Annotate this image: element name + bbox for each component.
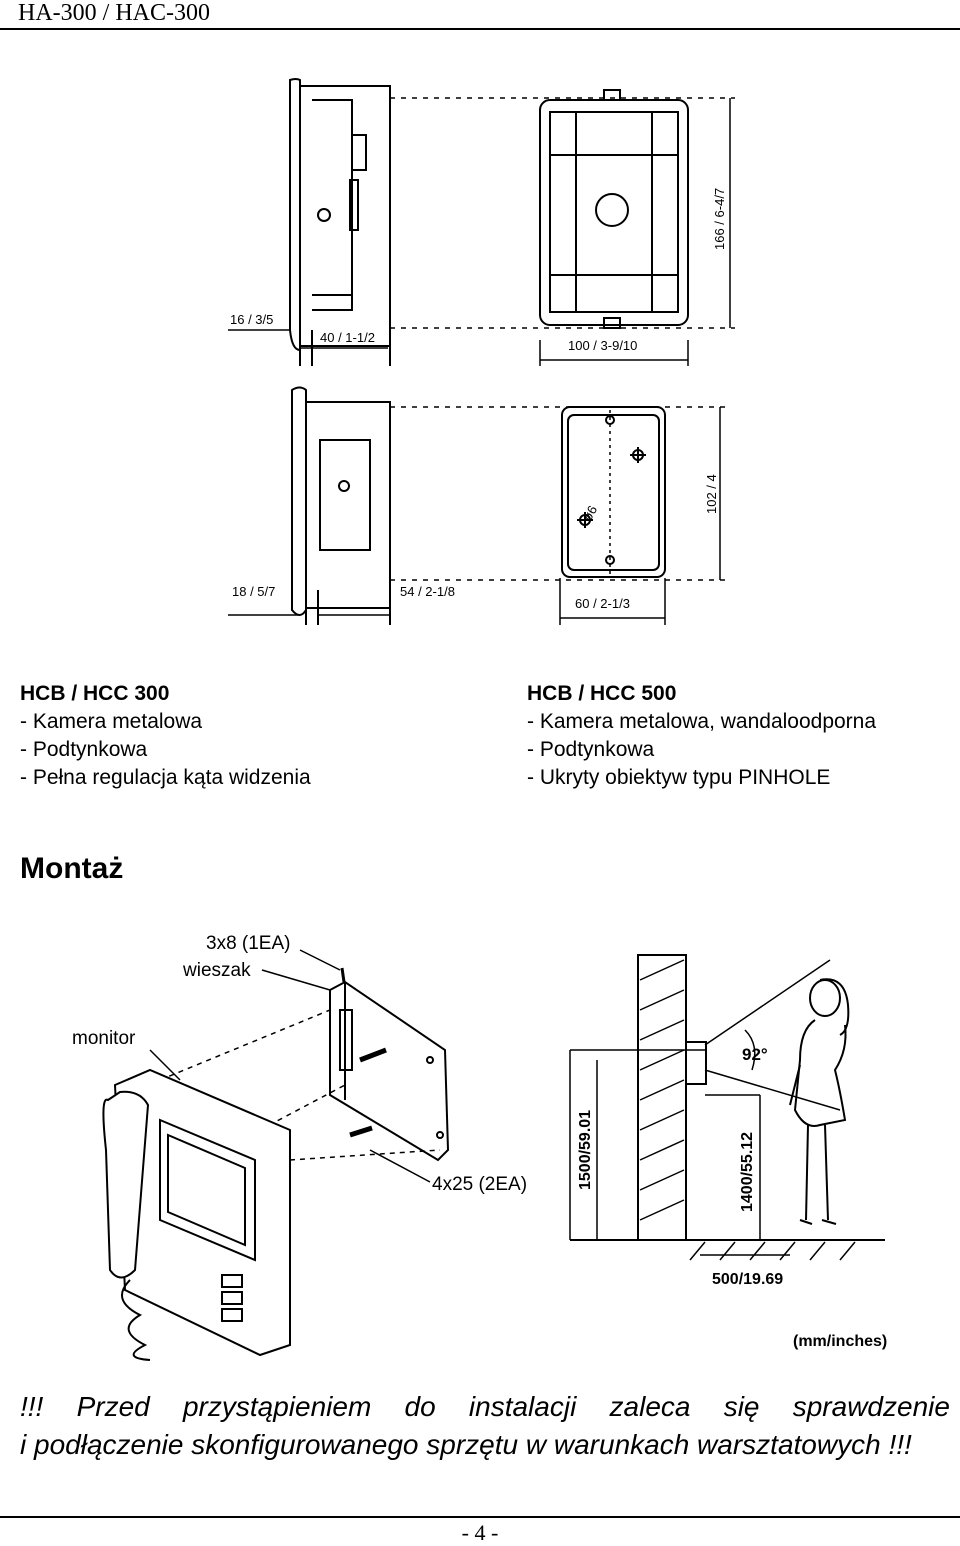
dim-label-40: 40 / 1-1/2: [320, 330, 375, 345]
mounting-illustrations: 3x8 (1EA) wieszak monitor 4x25 (2EA): [72, 933, 887, 1361]
footer-divider: [0, 1516, 960, 1518]
monitor-drawing: [113, 1068, 291, 1357]
product-500-feature: - Ukryty obiektyw typu PINHOLE: [527, 766, 831, 789]
warning-word: Przed: [76, 1391, 150, 1422]
handset-cord: [121, 1279, 151, 1361]
person-figure: [789, 978, 850, 1225]
camera-dimension-drawings: 16 / 3/5 40 / 1-1/2 100 / 3-9/10 166 / 6…: [228, 78, 735, 625]
dim-label-102: 102 / 4: [704, 474, 719, 514]
warning-word: zaleca: [609, 1391, 691, 1422]
warning-word: się: [723, 1391, 760, 1422]
dim-label-54: 54 / 2-1/8: [400, 584, 455, 599]
handset-icon: [102, 1090, 150, 1279]
page-number: - 4 -: [461, 1520, 499, 1545]
dim-label-166: 166 / 6-4/7: [712, 188, 727, 250]
product-300-feature: - Pełna regulacja kąta widzenia: [20, 766, 311, 789]
camera300-side-inner: [312, 99, 353, 296]
installation-warning: !!! Przed przystąpieniem do instalacji z…: [20, 1388, 950, 1464]
header-divider: [0, 28, 960, 30]
warning-line-2: i podłączenie skonfigurowanego sprzętu w…: [20, 1429, 912, 1460]
label-distance: 500/19.69: [712, 1271, 783, 1288]
product-500-feature: - Podtynkowa: [527, 738, 655, 761]
camera300-lens-hole: [595, 193, 629, 227]
dim-label-16: 16 / 3/5: [230, 312, 273, 327]
label-angle: 92°: [742, 1045, 768, 1064]
warning-word: instalacji: [468, 1391, 577, 1422]
section-title-mounting: Montaż: [20, 852, 124, 885]
wall-bracket: [329, 980, 450, 1162]
document-header-title: HA-300 / HAC-300: [18, 0, 210, 26]
product-300-feature: - Kamera metalowa: [20, 710, 203, 733]
dim-label-hole: ø6: [580, 503, 601, 524]
camera300-side-body: [299, 85, 391, 347]
label-height-1500: 1500/59.01: [577, 1110, 594, 1190]
camera300-front-frame: [539, 99, 689, 326]
camera500-backbox: [561, 406, 666, 578]
label-monitor: monitor: [72, 1028, 136, 1049]
product-300-title: HCB / HCC 300: [20, 682, 170, 705]
warning-word: do: [404, 1391, 436, 1422]
warning-word: przystąpieniem: [182, 1391, 372, 1422]
camera300-side-front: [289, 78, 301, 352]
label-units: (mm/inches): [793, 1333, 887, 1350]
label-hanger: wieszak: [182, 960, 251, 981]
screw-large-icon: [349, 1125, 373, 1138]
product-300-feature: - Podtynkowa: [20, 738, 148, 761]
dim-label-60: 60 / 2-1/3: [575, 596, 630, 611]
camera500-side-front: [291, 386, 307, 616]
label-height-1400: 1400/55.12: [739, 1132, 756, 1212]
product-300-description: HCB / HCC 300 - Kamera metalowa - Podtyn…: [20, 680, 311, 792]
warning-line-1: !!! Przed przystąpieniem do instalacji z…: [20, 1388, 950, 1426]
screw-small-icon: [340, 967, 346, 983]
product-500-feature: - Kamera metalowa, wandaloodporna: [527, 710, 877, 733]
label-screw-large: 4x25 (2EA): [432, 1174, 527, 1195]
camera500-side-body: [305, 401, 391, 609]
label-screw-small: 3x8 (1EA): [206, 933, 290, 954]
product-500-description: HCB / HCC 500 - Kamera metalowa, wandalo…: [527, 680, 876, 792]
dim-label-100: 100 / 3-9/10: [568, 338, 637, 353]
product-500-title: HCB / HCC 500: [527, 682, 677, 705]
warning-word: sprawdzenie: [792, 1391, 950, 1422]
camera-on-wall: [685, 1041, 707, 1085]
dim-label-18: 18 / 5/7: [232, 584, 275, 599]
warning-word: !!!: [20, 1391, 44, 1422]
